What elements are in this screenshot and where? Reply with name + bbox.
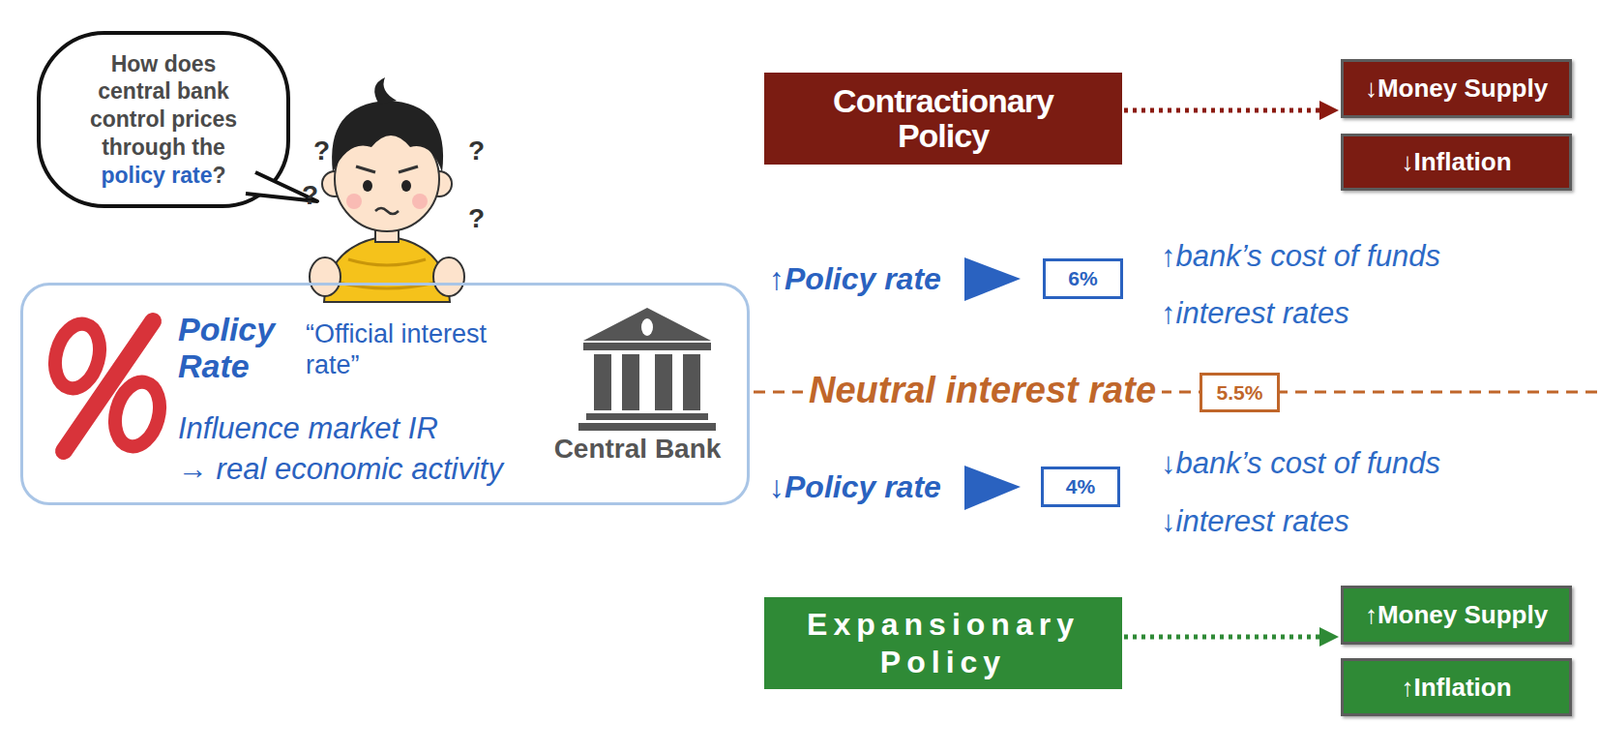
effect-label: ↓bank’s cost of funds	[1160, 445, 1441, 481]
effect-label: ↑interest rates	[1160, 296, 1350, 331]
box-text: 6%	[1067, 266, 1097, 291]
box-label: Expansionary Policy	[778, 605, 1108, 681]
question-mark: ?	[468, 135, 485, 167]
panel-heading: Policy Rate	[177, 310, 299, 385]
speech-bubble: How does central bank control prices thr…	[36, 30, 291, 208]
question-mark: ?	[301, 179, 319, 211]
icon-caption: Central Bank	[526, 433, 749, 465]
effect-box: ↑Money Supply	[1340, 585, 1572, 645]
question-text: How does central bank control prices thr…	[89, 51, 238, 160]
dotted-arrow	[1124, 100, 1339, 120]
pointer-triangle	[964, 465, 1021, 510]
panel-note: → real economic activity	[177, 451, 565, 487]
highlight-term: policy rate	[100, 162, 212, 188]
dotted-arrow	[1124, 626, 1339, 647]
effect-label: ↑bank’s cost of funds	[1160, 238, 1441, 274]
rate-box: 5.5%	[1199, 372, 1280, 413]
box-text: ↓Money Supply	[1364, 73, 1548, 104]
policy-box: Contractionary Policy	[764, 72, 1123, 165]
neutral-rate-label: Neutral interest rate	[802, 369, 1162, 413]
effect-box: ↑Inflation	[1340, 657, 1572, 716]
box-text: Expansionary Policy	[778, 605, 1108, 681]
policy-rate-panel: Policy Rate“Official interest rate” Influ…	[20, 282, 750, 505]
box-label: ↓Money Supply	[1364, 73, 1548, 104]
box-label: ↑Inflation	[1400, 672, 1512, 703]
rate-box: 6%	[1042, 258, 1124, 299]
box-text: ↑Money Supply	[1364, 599, 1548, 630]
box-label: ↓Inflation	[1400, 147, 1512, 178]
box-label: ↑Money Supply	[1364, 599, 1548, 630]
effect-label: ↓interest rates	[1160, 503, 1350, 539]
effect-box: ↓Money Supply	[1340, 59, 1572, 119]
box-label: Contractionary Policy	[798, 84, 1089, 153]
box-label: 6%	[1067, 266, 1097, 291]
kid-illustration	[309, 77, 465, 302]
bubble-text: How does central bank control prices thr…	[76, 50, 251, 190]
question-text: ?	[211, 162, 226, 188]
rate-change-label: ↓Policy rate	[769, 469, 942, 505]
pointer-triangle	[964, 257, 1021, 301]
rate-change-label: ↑Policy rate	[769, 261, 942, 297]
box-text: ↑Inflation	[1400, 672, 1512, 703]
question-mark: ?	[468, 203, 485, 235]
box-label: 5.5%	[1216, 381, 1264, 405]
box-text: Contractionary Policy	[798, 84, 1089, 153]
box-text: 5.5%	[1216, 381, 1264, 405]
panel-subtitle: “Official interest rate”	[305, 318, 490, 382]
percent-icon	[48, 318, 167, 451]
bubble-tail	[234, 150, 351, 229]
box-label: 4%	[1066, 474, 1096, 499]
effect-box: ↓Inflation	[1340, 133, 1572, 191]
policy-box: Expansionary Policy	[764, 596, 1123, 689]
question-mark: ?	[313, 135, 330, 167]
rate-box: 4%	[1040, 466, 1121, 507]
box-text: 4%	[1066, 474, 1096, 499]
panel-note: Influence market IR	[177, 411, 565, 446]
bank-icon	[578, 307, 716, 431]
box-text: ↓Inflation	[1400, 147, 1512, 178]
